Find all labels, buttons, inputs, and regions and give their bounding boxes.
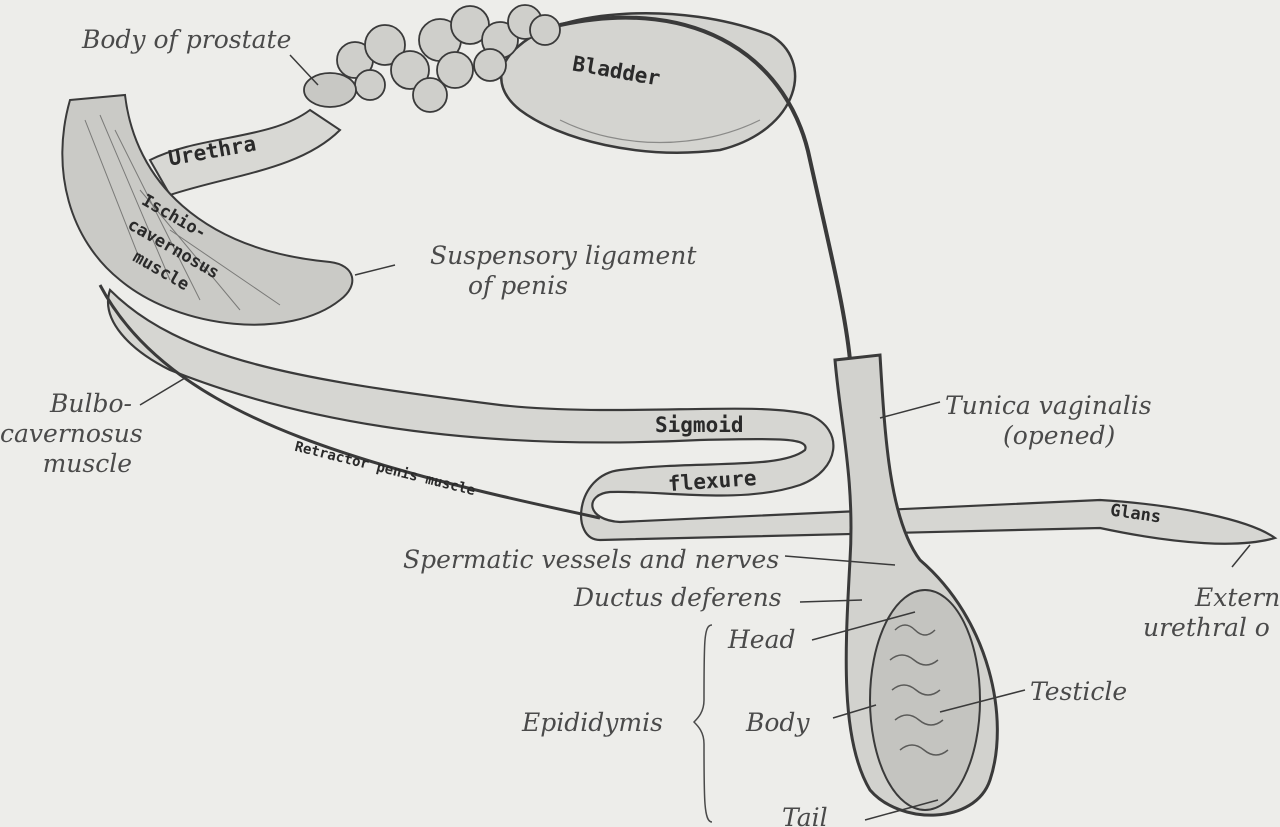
label-tunica-vaginalis: Tunica vaginalis: [945, 391, 1152, 420]
label-spermatic-vessels: Spermatic vessels and nerves: [403, 545, 780, 574]
penis-shaft: [107, 287, 1278, 545]
label-epididymis: Epididymis: [522, 708, 663, 737]
label-tunica-opened: (opened): [1003, 421, 1116, 450]
label-tail: Tail: [782, 803, 828, 827]
label-testicle: Testicle: [1030, 677, 1128, 706]
prostate-body: [303, 72, 357, 108]
label-ductus-deferens: Ductus deferens: [574, 583, 782, 612]
testicle-shape: [869, 589, 981, 811]
prostate-glands: [336, 4, 561, 113]
label-bulbo-muscle: muscle: [42, 449, 132, 478]
epididymis-coils: [889, 624, 949, 756]
leader-lines: [139, 54, 1251, 821]
label-body-of-prostate: Body of prostate: [82, 25, 292, 54]
label-urethral-orifice: urethral o: [1143, 613, 1270, 642]
label-suspensory-ligament: Suspensory ligament: [430, 241, 697, 270]
epididymis-brace: [692, 624, 713, 823]
ductus-deferens-line: [559, 15, 852, 361]
label-head: Head: [728, 625, 796, 654]
label-extern: Extern: [1195, 583, 1280, 612]
bladder-shape: [500, 12, 797, 154]
label-bulbo-cavernosus: cavernosus: [0, 419, 143, 448]
ischiocavernosus-shape: [61, 93, 354, 326]
label-bulbo: Bulbo-: [50, 389, 132, 418]
label-body: Body: [746, 708, 810, 737]
retractor-muscle: [98, 284, 601, 520]
bladder-shading: [559, 119, 761, 143]
urethra-tube: [148, 108, 342, 197]
muscle-striations: [84, 114, 281, 311]
label-of-penis: of penis: [468, 271, 568, 300]
label-sigmoid: Sigmoid: [655, 413, 744, 437]
